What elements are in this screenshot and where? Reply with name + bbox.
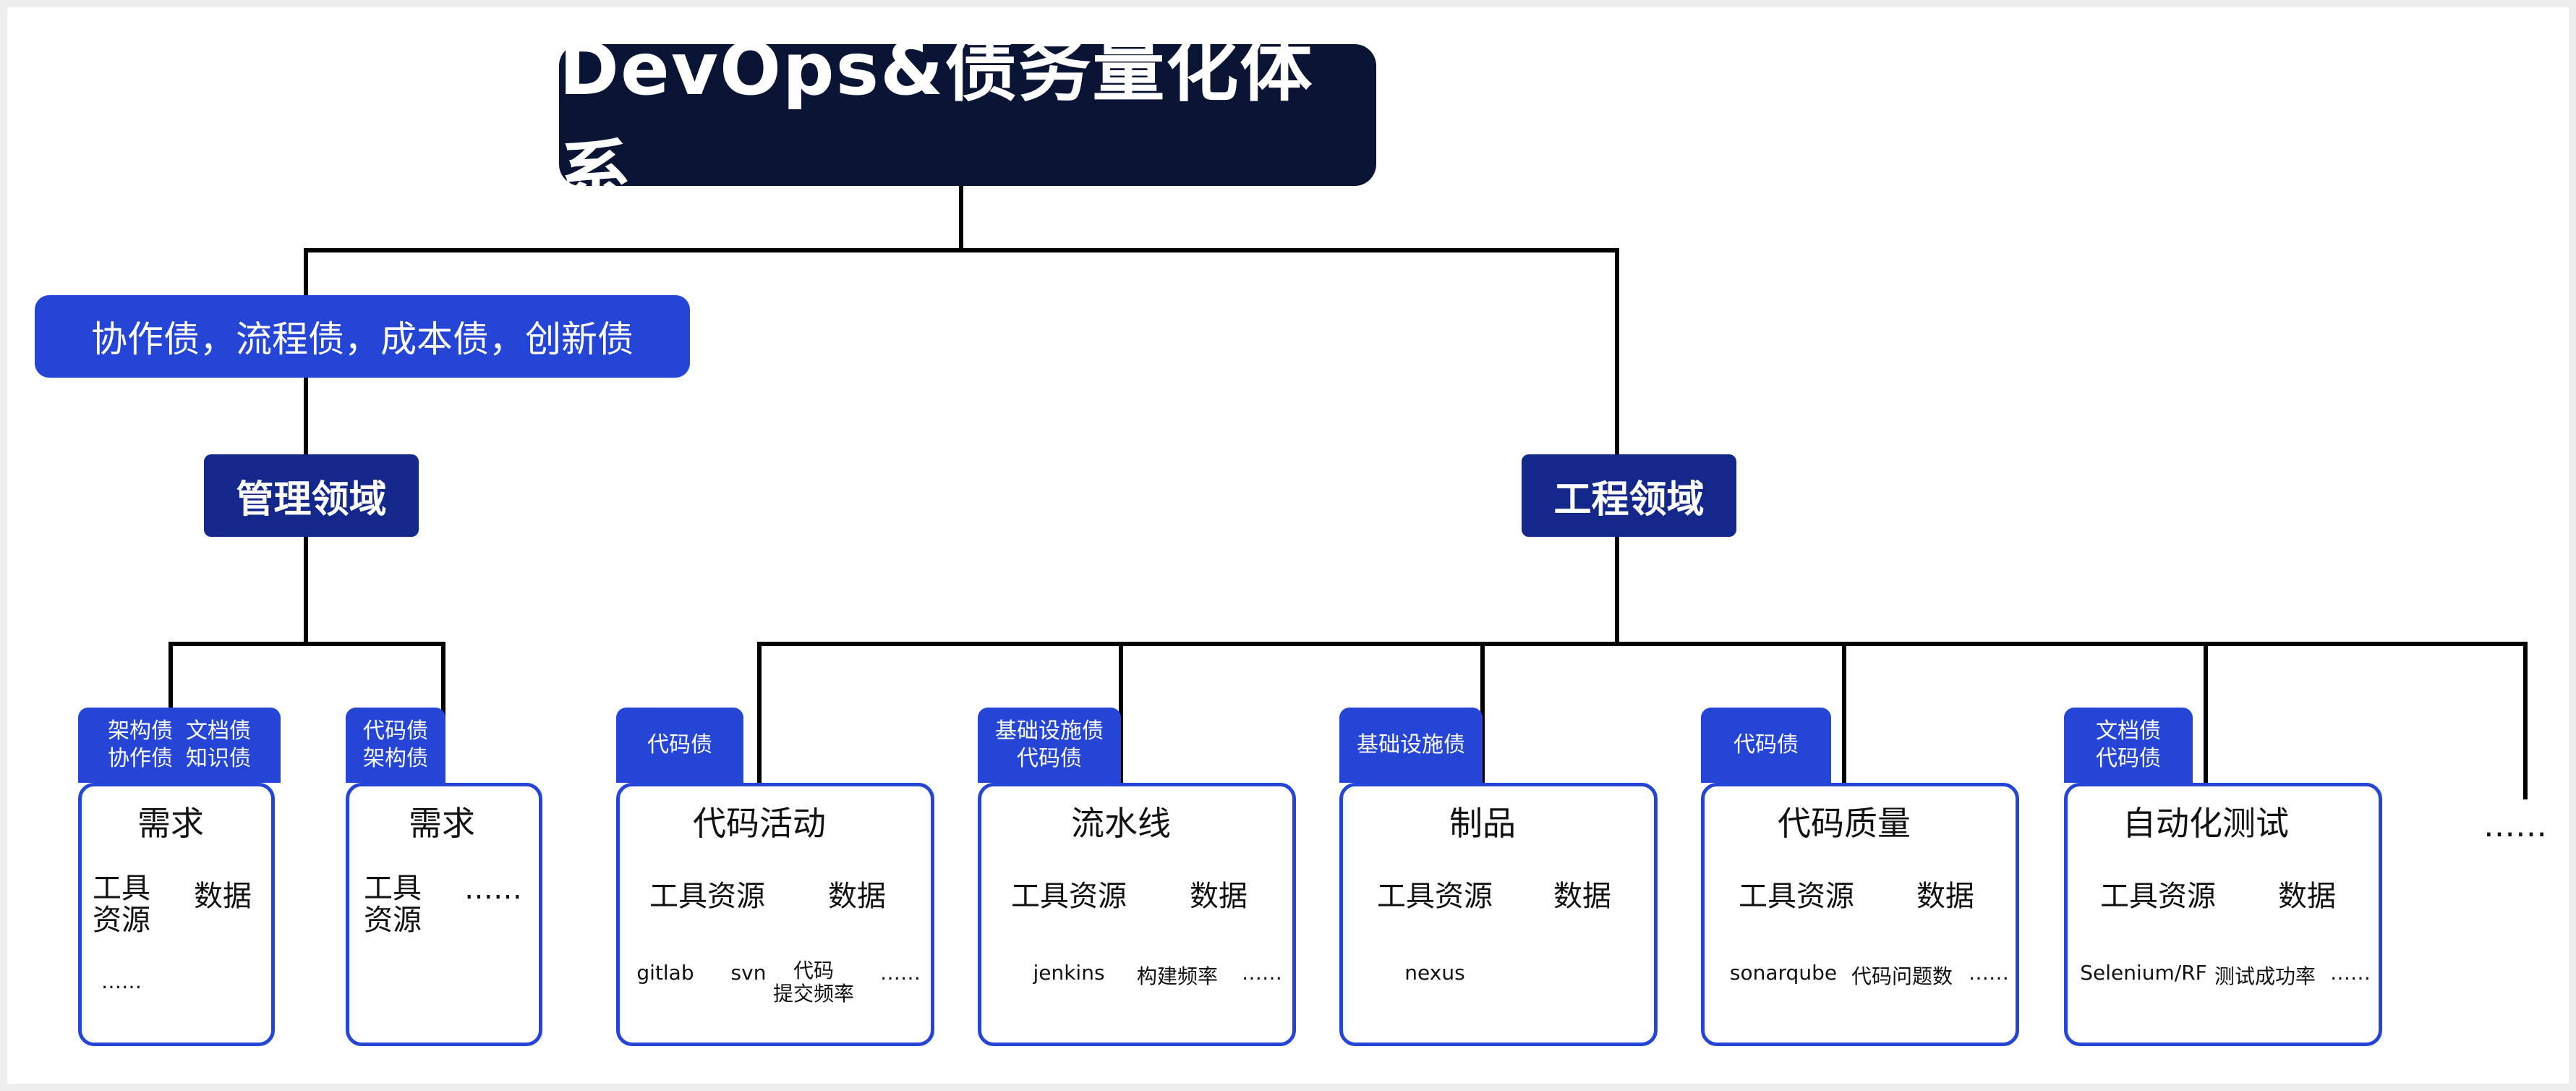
card-6-title: 代码质量 <box>1778 804 1911 843</box>
management-domain-node: 管理领域 <box>204 454 419 537</box>
card-3-tools-label: 工具资源 <box>649 880 765 913</box>
data-leaf-line: 代码 <box>793 959 835 982</box>
card-pipeline <box>978 783 1296 1046</box>
card-6-tool-sonarqube: sonarqube <box>1729 961 1838 985</box>
card-3-title: 代码活动 <box>693 804 826 843</box>
tools-line: 资源 <box>364 904 422 937</box>
card-6-tools-label: 工具资源 <box>1739 880 1854 913</box>
card-3-debt-tag: 代码债 <box>616 708 743 783</box>
diagram-canvas: DevOps&债务量化体系 协作债，流程债，成本债，创新债 管理领域 工程领域 … <box>7 7 2569 1084</box>
card-requirements-1 <box>78 783 275 1046</box>
card-7-tools-label: 工具资源 <box>2100 880 2216 913</box>
card-4-tools-label: 工具资源 <box>1011 880 1127 913</box>
card-1-debt-tag: 架构债文档债 协作债知识债 <box>78 708 281 783</box>
tag-text: 架构债 <box>363 746 428 771</box>
card-2-more: …… <box>464 873 522 906</box>
tag-text: 协作债 <box>108 746 173 771</box>
card-4-title: 流水线 <box>1071 804 1171 843</box>
card-5-tools-label: 工具资源 <box>1377 880 1493 913</box>
card-4-data-more: …… <box>1242 961 1282 985</box>
card-5-title: 制品 <box>1449 804 1516 843</box>
tag-text: 架构债 <box>108 718 173 744</box>
card-1-title: 需求 <box>137 804 204 843</box>
data-leaf-line: 提交频率 <box>772 982 855 1006</box>
tools-line: 工具 <box>364 872 422 905</box>
card-4-debt-tag: 基础设施债 代码债 <box>978 708 1121 783</box>
card-7-data-more: …… <box>2330 961 2371 985</box>
card-2-title: 需求 <box>409 804 475 843</box>
card-1-tools-label: 工具 资源 <box>93 873 150 936</box>
card-3-tool-gitlab: gitlab <box>636 961 694 985</box>
diagram-title: DevOps&债务量化体系 <box>559 27 1376 216</box>
tag-text: 代码债 <box>2096 746 2161 771</box>
card-7-tool-selenium: Selenium/RF <box>2080 961 2207 985</box>
card-automated-testing <box>2064 783 2382 1046</box>
tag-text: 基础设施债 <box>1357 732 1465 757</box>
card-7-debt-tag: 文档债 代码债 <box>2064 708 2193 783</box>
card-code-quality <box>1701 783 2019 1046</box>
card-6-data-more: …… <box>1969 961 2009 985</box>
card-requirements-2 <box>346 783 542 1046</box>
tools-line: 工具 <box>93 872 150 905</box>
card-4-data-build-frequency: 构建频率 <box>1136 964 1219 988</box>
card-7-data-label: 数据 <box>2278 880 2336 913</box>
card-7-data-test-success-rate: 测试成功率 <box>2214 964 2316 988</box>
card-3-tool-svn: svn <box>730 961 767 985</box>
card-6-data-code-issues: 代码问题数 <box>1851 964 1953 988</box>
tag-text: 知识债 <box>186 746 251 771</box>
card-6-debt-tag: 代码债 <box>1701 708 1831 783</box>
card-3-data-commit-frequency: 代码 提交频率 <box>773 959 854 1006</box>
tag-text: 代码债 <box>1733 732 1799 757</box>
card-3-data-more: …… <box>880 961 921 985</box>
card-6-data-label: 数据 <box>1916 880 1974 913</box>
tools-line: 资源 <box>93 904 150 937</box>
card-4-data-label: 数据 <box>1190 880 1248 913</box>
tag-text: 文档债 <box>2096 718 2161 744</box>
tag-text: 文档债 <box>186 718 251 744</box>
card-5-data-label: 数据 <box>1553 880 1611 913</box>
card-artifacts <box>1339 783 1658 1046</box>
tag-text: 代码债 <box>363 718 428 744</box>
engineering-domain-node: 工程领域 <box>1522 454 1736 537</box>
card-5-tool-nexus: nexus <box>1404 961 1465 985</box>
card-1-tools-more: …… <box>101 969 142 993</box>
card-1-data-label: 数据 <box>194 880 252 913</box>
tag-text: 基础设施债 <box>995 718 1104 744</box>
card-3-data-label: 数据 <box>828 880 886 913</box>
card-2-tools-label: 工具 资源 <box>364 873 422 936</box>
card-7-title: 自动化测试 <box>2123 804 2289 843</box>
debt-categories-banner: 协作债，流程债，成本债，创新债 <box>35 295 690 378</box>
tag-text: 代码债 <box>647 732 712 757</box>
card-code-activity <box>616 783 934 1046</box>
more-branches-ellipsis: …… <box>2483 807 2547 844</box>
card-5-debt-tag: 基础设施债 <box>1339 708 1483 783</box>
card-4-tool-jenkins: jenkins <box>1033 961 1105 985</box>
tag-text: 代码债 <box>1017 746 1082 771</box>
card-2-debt-tag: 代码债 架构债 <box>346 708 445 783</box>
